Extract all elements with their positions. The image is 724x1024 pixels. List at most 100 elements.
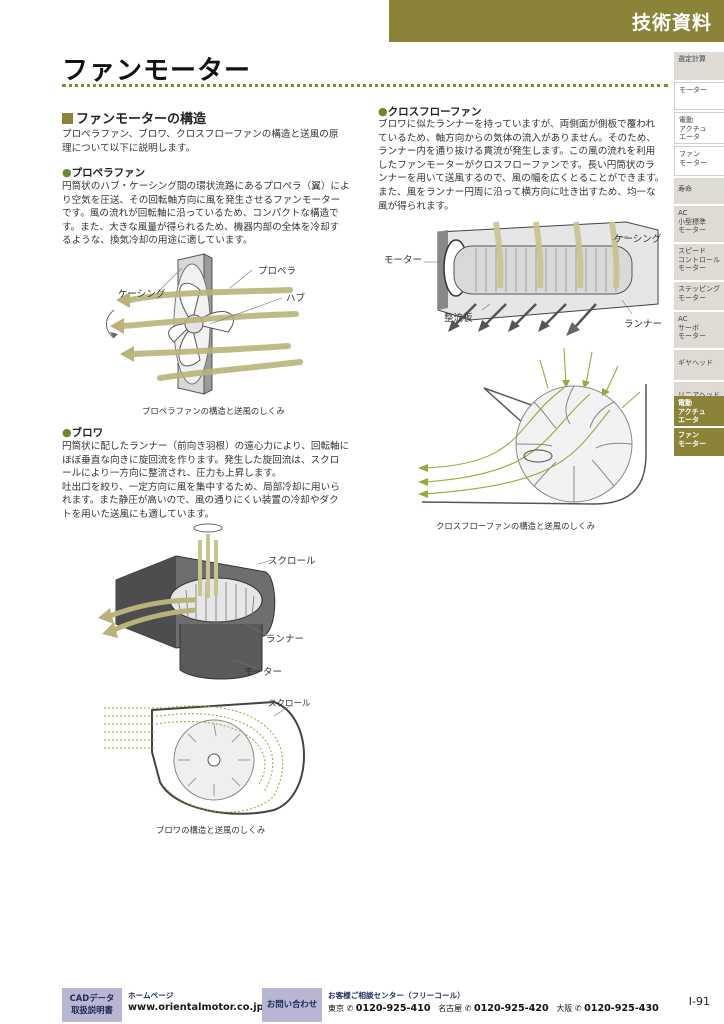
phone-icon: ✆ [346, 1004, 354, 1013]
propeller-line: るような、換気冷却の用途に適しています。 [62, 235, 253, 247]
blower-paragraph: 円筒状に配したランナー（前向き羽根）の遠心力により、回転軸に ほぼ垂直な向きに旋… [62, 440, 362, 522]
side-tab-label: 寿命 [678, 185, 692, 193]
propeller-fan-illustration [106, 253, 303, 395]
propeller-paragraph: 円筒状のハブ・ケーシング間の環状流路にあるプロペラ（翼）によ り空気を圧送、その… [62, 180, 362, 248]
side-tab-fan-motor[interactable]: ファン モーター [674, 146, 724, 176]
phone-icon: ✆ [574, 1004, 582, 1013]
crossflow-line: ンナーを用いて送風するので、風の幅を広くとることができます。 [378, 173, 665, 185]
side-tab-ac-small-motor[interactable]: AC 小型標準 モーター [674, 206, 724, 242]
phone-number[interactable]: 0120-925-420 [473, 1003, 549, 1014]
homepage-link[interactable]: www.orientalmotor.co.jp [128, 1002, 264, 1013]
blower-line: ほぼ垂直な向きに旋回流を作ります。発生した旋回流は、スクロ [62, 454, 340, 466]
label-hub: ハブ [286, 293, 306, 304]
intro-paragraph: プロペラファン、ブロワ、クロスフローファンの構造と送風の原 理について以下に説明… [62, 128, 362, 155]
propeller-heading-text: プロペラファン [71, 167, 146, 179]
crossflow-line: ブロワに似たランナーを持っていますが、両側面が側板で覆われ [378, 119, 656, 130]
side-tab-motor[interactable]: モーター [674, 82, 724, 110]
side-tab-label: 電動 アクチュ エータ [678, 399, 706, 425]
blower-line: ールにより一方向に整流され、圧力も上昇します。 [62, 468, 282, 480]
crossflow-line: したファンモーターがクロスフローファンです。長い円筒状のラ [378, 159, 655, 171]
side-tab-label: 選定計算 [678, 55, 706, 63]
side-tab-actuator[interactable]: 電動 アクチュ エータ [674, 112, 724, 144]
side-tab-label: スピード コントロール モーター [678, 247, 720, 273]
crossflow-line: ランナー内を通り抜ける貫流が発生します。この風の流れを利用 [378, 146, 656, 158]
side-tab-label: ファン モーター [678, 431, 706, 448]
blower-caption: ブロワの構造と送風のしくみ [156, 825, 266, 835]
side-tab-stepping[interactable]: ステッピング モーター [674, 282, 724, 310]
crossflow-line: 風が得られます。 [378, 200, 454, 212]
side-tab-actuator-active[interactable]: 電動 アクチュ エータ [674, 396, 724, 426]
blower-line: れます。また静圧が高いので、風の通りにくい装置の冷却やダク [62, 495, 339, 507]
footer: CADデータ 取扱説明書 ホームページ www.orientalmotor.co… [62, 986, 724, 1024]
square-bullet-icon [62, 113, 73, 124]
side-tab-fan-motor-active[interactable]: ファン モーター [674, 428, 724, 456]
crossflow-line: また、風をランナー円周に沿って横方向に吐き出すため、均一な [378, 186, 656, 198]
section-badge: 技術資料 [631, 12, 712, 34]
propeller-line: です。風の流れが回転軸に沿っているため、コンパクトな構造で [62, 208, 339, 220]
propeller-line: り空気を圧送、その回転軸方向に風を発生させるファンモーター [62, 194, 341, 206]
side-tab-label: モーター [679, 86, 707, 94]
intro-line: 理について以下に説明します。 [62, 142, 196, 154]
blower-line: トを用いた送風にも適しています。 [62, 508, 215, 520]
title-divider [62, 84, 668, 87]
blower-line: 吐出口を絞り、一定方向に風を集中するため、局部冷却に用いら [62, 481, 340, 493]
support-center-label: お客様ご相談センター（フリーコール） [328, 991, 465, 1000]
bullet-dot-icon: ● [378, 105, 388, 118]
label-straightener: 整流板 [444, 313, 473, 324]
section-heading-text: ファンモーターの構造 [76, 112, 207, 127]
phone-icon: ✆ [464, 1004, 472, 1013]
side-tab-label: AC 小型標準 モーター [678, 209, 706, 235]
page-number: I-91 [688, 995, 710, 1008]
side-tab-ac-servo[interactable]: AC サーボ モーター [674, 312, 724, 348]
section-heading: ファンモーターの構造 [62, 108, 206, 127]
label-motor-blower: モーター [244, 667, 283, 678]
phone-city: 東京 [328, 1004, 344, 1013]
crossflow-airflow-diagram [418, 347, 647, 505]
propeller-heading: ●プロペラファン [62, 165, 145, 180]
phone-number[interactable]: 0120-925-430 [584, 1003, 659, 1014]
inquiry-button[interactable]: お問い合わせ [262, 988, 322, 1022]
phone-numbers: 東京 ✆ 0120-925-410 名古屋 ✆ 0120-925-420 大阪 … [328, 1003, 659, 1014]
label-scroll-diagram: スクロール [268, 699, 311, 709]
label-propeller: プロペラ [258, 266, 297, 277]
crossflow-heading-text: クロスフローファン [387, 106, 482, 118]
crossflow-caption: クロスフローファンの構造と送風のしくみ [436, 521, 595, 531]
side-tab-label: リニアヘッド [678, 391, 720, 399]
intro-line: プロペラファン、ブロワ、クロスフローファンの構造と送風の原 [62, 129, 339, 140]
crossflow-fan-illustration [424, 221, 659, 336]
side-tab-label: ファン モーター [679, 150, 707, 167]
crossflow-heading: ●クロスフローファン [378, 104, 481, 119]
crossflow-paragraph: ブロワに似たランナーを持っていますが、両側面が側板で覆われ ているため、軸方向か… [378, 118, 670, 213]
label-casing-crossflow: ケーシング [614, 234, 662, 245]
blower-airflow-diagram [104, 700, 305, 815]
blower-heading: ●ブロワ [62, 425, 103, 440]
bullet-dot-icon: ● [62, 426, 72, 439]
homepage-label: ホームページ [128, 991, 174, 1000]
side-tab-label: ステッピング モーター [678, 285, 720, 302]
propeller-line: 円筒状のハブ・ケーシング間の環状流路にあるプロペラ（翼）によ [62, 181, 350, 192]
blower-heading-text: ブロワ [71, 427, 104, 439]
propeller-caption: プロペラファンの構造と送風のしくみ [142, 406, 285, 416]
phone-city: 大阪 [556, 1004, 573, 1013]
side-tab-gearhead[interactable]: ギヤヘッド [674, 350, 724, 380]
label-motor-crossflow: モーター [384, 255, 423, 266]
label-runner-crossflow: ランナー [624, 319, 663, 330]
propeller-line: す。また、大きな風量が得られるため、機器内部の全体を冷却す [62, 221, 340, 233]
cad-manual-button[interactable]: CADデータ 取扱説明書 [62, 988, 122, 1022]
label-runner-blower: ランナー [266, 634, 305, 645]
label-casing-propeller: ケーシング [118, 289, 166, 300]
header-band: 技術資料 [389, 0, 724, 42]
phone-number[interactable]: 0120-925-410 [355, 1003, 431, 1014]
bullet-dot-icon: ● [62, 166, 72, 179]
side-tab-label: ギヤヘッド [678, 359, 713, 367]
blower-line: 円筒状に配したランナー（前向き羽根）の遠心力により、回転軸に [62, 441, 350, 452]
label-scroll: スクロール [268, 556, 316, 567]
side-tab-selection-calc[interactable]: 選定計算 [674, 52, 724, 80]
blower-illustration [98, 523, 276, 680]
crossflow-line: ているため、軸方向からの気体の流入がありません。そのため、 [378, 132, 656, 144]
phone-city: 名古屋 [438, 1004, 463, 1013]
side-tab-speed-control[interactable]: スピード コントロール モーター [674, 244, 724, 280]
side-tab-lifetime[interactable]: 寿命 [674, 178, 724, 204]
side-tab-label: AC サーボ モーター [678, 315, 706, 341]
side-tab-label: 電動 アクチュ エータ [679, 116, 707, 142]
